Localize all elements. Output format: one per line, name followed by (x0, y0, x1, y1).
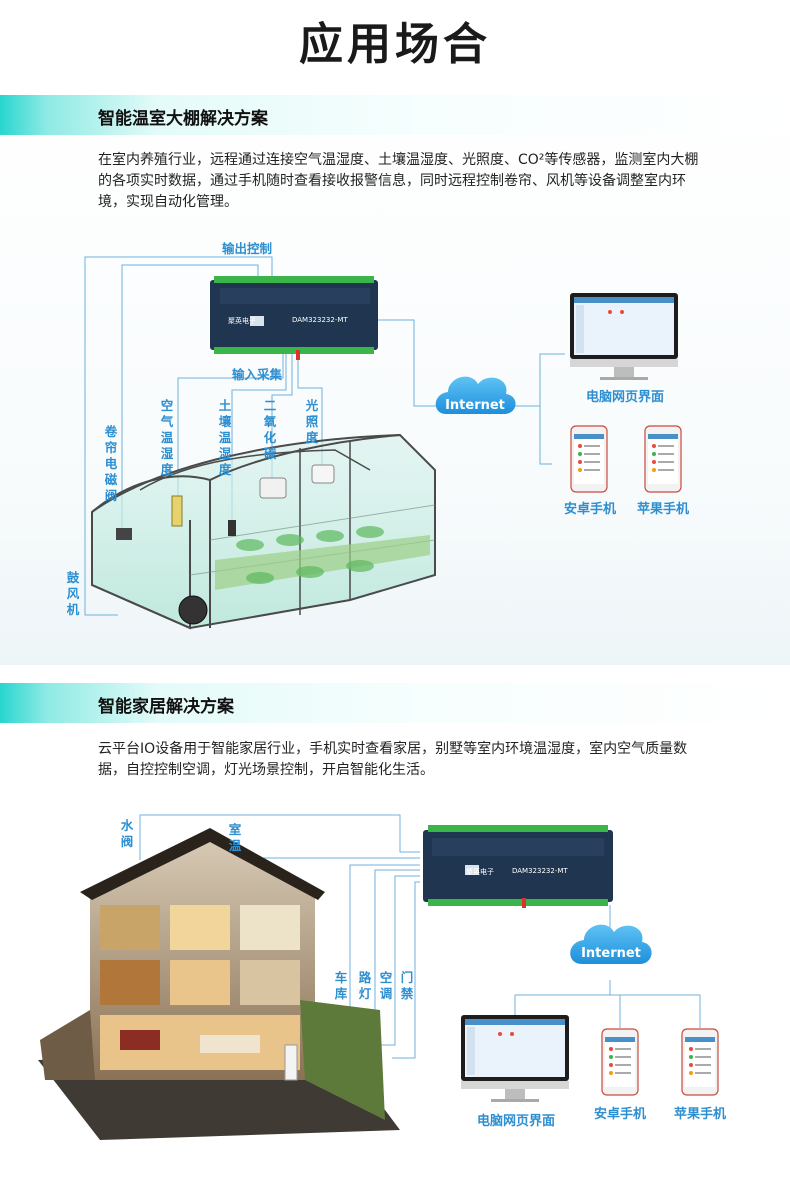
label-co2: 二氧化碳 (263, 398, 277, 461)
greenhouse-apple-label: 苹果手机 (636, 502, 689, 517)
home-module-brand: 聚英电子 (466, 868, 494, 876)
greenhouse-pc-label: 电脑网页界面 (585, 390, 664, 405)
home-apple-phone (681, 1028, 719, 1096)
label-light: 光照度 (305, 398, 319, 445)
greenhouse-pc (570, 293, 678, 380)
home-android-phone (601, 1028, 639, 1096)
home-cloud (570, 924, 652, 964)
greenhouse-cloud-label: Internet (445, 398, 505, 413)
label-soil-temp-humidity: 土壤温湿度 (218, 398, 232, 477)
home-android-label: 安卓手机 (593, 1107, 646, 1122)
label-curtain-valve: 卷帘电磁阀 (104, 424, 118, 503)
greenhouse-module-brand: 聚英电子 (228, 317, 256, 325)
greenhouse-io-module (210, 276, 378, 360)
greenhouse-wiring (84, 256, 565, 616)
label-air-temp-humidity: 空气温湿度 (160, 398, 174, 477)
greenhouse-description: 在室内养殖行业，远程通过连接空气温湿度、土壤温湿度、光照度、CO²等传感器，监测… (98, 152, 699, 210)
greenhouse-apple-phone (644, 425, 682, 493)
label-street-light: 路灯 (358, 970, 372, 1001)
greenhouse-android-label: 安卓手机 (563, 502, 616, 517)
home-section-title: 智能家居解决方案 (98, 697, 234, 717)
house-illustration (38, 828, 400, 1140)
greenhouse-cloud (435, 376, 516, 414)
label-access-control: 门禁 (400, 970, 414, 1001)
home-description: 云平台IO设备用于智能家居行业，手机实时查看家居，别墅等室内环境温湿度，室内空气… (98, 741, 688, 778)
label-water-valve: 水阀 (120, 818, 134, 849)
home-pc-label: 电脑网页界面 (476, 1114, 555, 1129)
label-fan: 鼓风机 (66, 570, 80, 617)
home-pc (461, 1015, 569, 1102)
greenhouse-illustration (91, 433, 436, 630)
page-title: 应用场合 (299, 19, 491, 70)
home-module-name: DAM323232-MT (512, 867, 568, 875)
label-output-control: 输出控制 (222, 241, 273, 256)
label-air-conditioner: 空调 (379, 970, 393, 1001)
home-cloud-label: Internet (581, 946, 641, 961)
home-wiring (139, 814, 701, 1059)
label-input-collect: 输入采集 (232, 367, 283, 382)
greenhouse-android-phone (570, 425, 608, 493)
greenhouse-section-title: 智能温室大棚解决方案 (98, 109, 268, 129)
greenhouse-module-name: DAM323232-MT (292, 316, 348, 324)
label-garage: 车库 (334, 970, 348, 1001)
label-room-temp: 室温 (228, 822, 242, 853)
home-apple-label: 苹果手机 (673, 1107, 726, 1122)
greenhouse-header-band: 智能温室大棚解决方案 (0, 95, 790, 135)
home-header-band: 智能家居解决方案 (0, 683, 790, 723)
home-io-module (423, 825, 613, 908)
